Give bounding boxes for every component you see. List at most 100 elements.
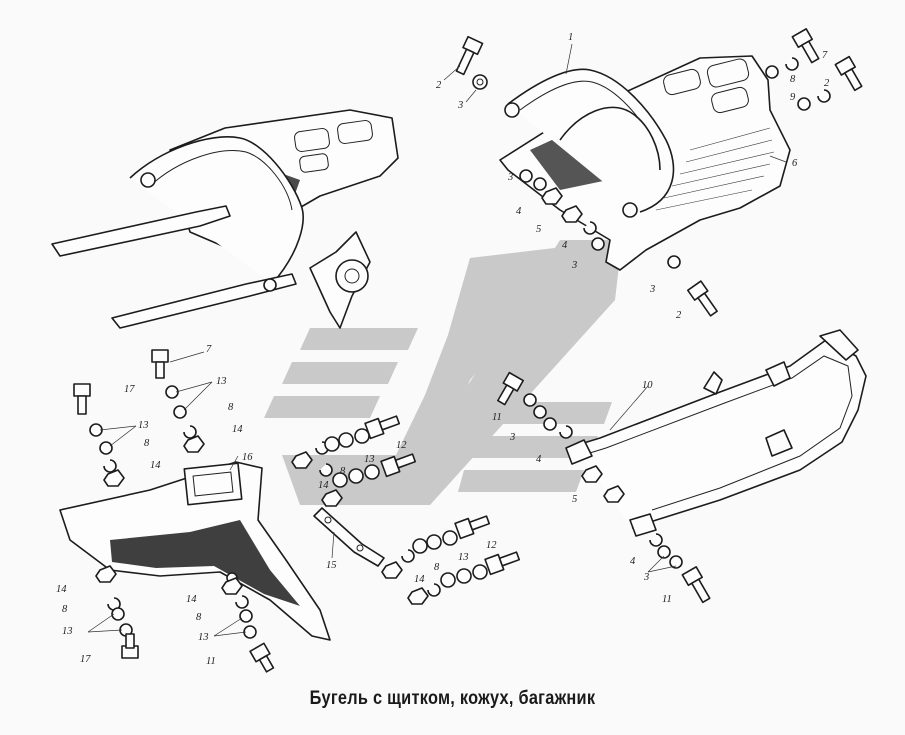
leader-line <box>331 531 335 559</box>
washer-center-a <box>324 436 340 452</box>
bow-frame-lug-bottom <box>765 429 793 457</box>
hatch-line <box>685 139 773 163</box>
spring-washer-center-b <box>319 463 333 477</box>
callout-13: 13 <box>198 632 209 643</box>
leader-lines <box>87 43 787 637</box>
washer-9 <box>797 97 811 111</box>
callout-17: 17 <box>124 384 135 395</box>
spring-washer-4-right <box>649 533 663 547</box>
callout-14: 14 <box>56 584 67 595</box>
watermark-band-6 <box>458 470 584 492</box>
washer-3-right-b <box>669 555 683 569</box>
bolt-11-right <box>681 566 711 604</box>
washer-13-b <box>173 405 187 419</box>
assembled-bolt-right <box>263 278 277 292</box>
callout-8: 8 <box>62 604 68 615</box>
assembled-lower-strut <box>111 273 297 329</box>
handle-end-right <box>622 202 638 218</box>
callout-8: 8 <box>228 402 234 413</box>
nut-14-a <box>183 435 205 453</box>
callout-16: 16 <box>242 452 253 463</box>
hatch-line <box>663 175 765 199</box>
callout-2: 2 <box>824 78 830 89</box>
leader-line <box>183 381 213 411</box>
callout-11: 11 <box>662 594 672 605</box>
callout-numbers: 1 2 3 7 8 2 9 6 3 4 5 4 3 3 2 7 17 13 13… <box>56 32 830 667</box>
bow-frame-lug-top <box>703 371 723 395</box>
callout-12: 12 <box>486 540 497 551</box>
washer-13-e <box>111 607 125 621</box>
leader-line <box>229 455 239 471</box>
bolt-head <box>151 349 169 363</box>
shroud-slot-3 <box>711 86 749 114</box>
bolt-7-left <box>151 349 169 379</box>
hatch-line <box>689 127 771 151</box>
bow-frame-lower-end <box>629 513 657 537</box>
callout-13: 13 <box>138 420 149 431</box>
bolt-17-top <box>73 383 91 415</box>
callout-3: 3 <box>457 100 463 111</box>
leader-line <box>87 613 115 633</box>
assembled-rack-slot-3 <box>299 153 329 173</box>
callout-13: 13 <box>216 376 227 387</box>
callout-14: 14 <box>150 460 161 471</box>
nut-14-low <box>381 561 403 579</box>
washer-low-d <box>440 572 456 588</box>
washer-3-lower <box>667 255 681 269</box>
assembled-rack-slot-1 <box>294 128 330 152</box>
bracket-hole-1 <box>324 516 332 524</box>
bolt-12-low <box>454 515 491 540</box>
washer-3-top-hole <box>476 78 484 86</box>
bow-frame-lug-right <box>765 361 791 387</box>
mudguard-socket <box>183 462 243 506</box>
shroud-slot-2 <box>706 58 750 88</box>
callout-13: 13 <box>62 626 73 637</box>
callout-14: 14 <box>186 594 197 605</box>
washer-13-a <box>165 385 179 399</box>
leader-line <box>769 155 787 163</box>
washer-mid-b <box>533 177 547 191</box>
bolt-shank <box>697 292 718 317</box>
spring-washer-8-a <box>183 425 197 439</box>
bracket-hole-2 <box>356 544 364 552</box>
exploded-top-right <box>499 55 791 271</box>
callout-9: 9 <box>790 92 796 103</box>
watermark-band-2 <box>282 362 398 384</box>
assembled-grab-handle-inner <box>149 150 293 211</box>
callout-4: 4 <box>536 454 542 465</box>
leader-line <box>109 425 137 447</box>
washer-center-b <box>338 432 354 448</box>
bolt-shank <box>498 551 521 567</box>
spring-washer-4-center <box>559 425 573 439</box>
washer-3-top <box>472 74 488 90</box>
bolt-shank <box>77 395 87 415</box>
bolt-shank <box>468 515 491 531</box>
callout-7: 7 <box>206 344 212 355</box>
assembled-bolt-left <box>140 172 156 188</box>
washer-13-d <box>99 441 113 455</box>
callout-14: 14 <box>414 574 425 585</box>
callout-8: 8 <box>196 612 202 623</box>
callout-6: 6 <box>792 158 798 169</box>
washer-3-center-b <box>533 405 547 419</box>
bolt-shank <box>455 48 475 76</box>
callout-3: 3 <box>509 432 515 443</box>
nut-5-right-b <box>603 485 625 503</box>
bolt-shank <box>258 654 275 673</box>
callout-11: 11 <box>492 412 502 423</box>
bolt-shank <box>497 384 515 406</box>
callout-8: 8 <box>144 438 150 449</box>
bolt-shank <box>125 633 135 649</box>
callout-11: 11 <box>206 656 216 667</box>
callout-3: 3 <box>571 260 577 271</box>
leader-line <box>169 351 205 363</box>
leader-line <box>87 629 123 633</box>
fasteners-top <box>455 28 863 317</box>
callout-4: 4 <box>562 240 568 251</box>
nut-5-right-a <box>581 465 603 483</box>
bolt-2-lower <box>686 280 718 317</box>
nut-5-mid <box>541 187 563 205</box>
callout-8: 8 <box>790 74 796 85</box>
callout-1: 1 <box>568 32 573 43</box>
bolt-12-center-b <box>380 453 417 478</box>
